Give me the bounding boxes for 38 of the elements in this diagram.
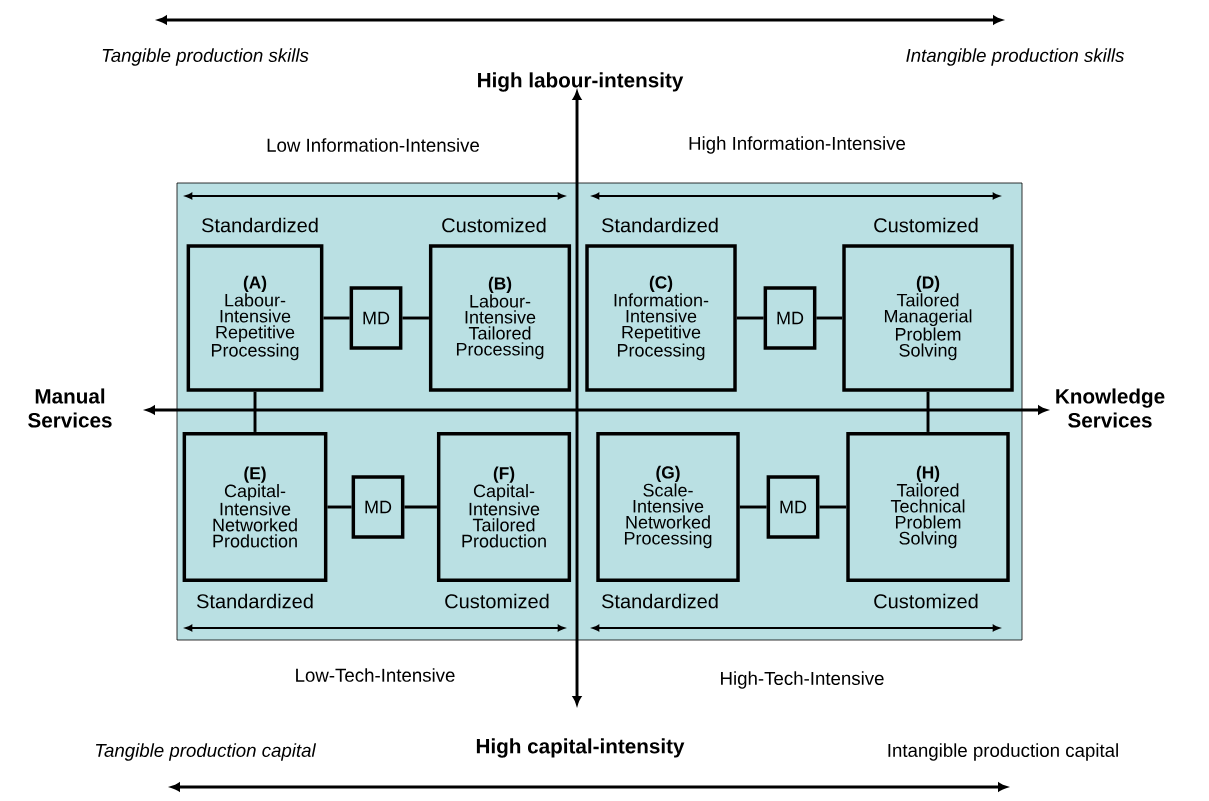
axis-title: Manual Services <box>28 388 112 428</box>
connector-line <box>739 505 767 509</box>
axis-label: Low Information-Intensive <box>267 138 479 152</box>
mediator-box: MD <box>766 475 820 539</box>
mediator-box: MD <box>351 475 405 539</box>
axis-label: Intangible production capital <box>888 743 1118 761</box>
process-box: (C) Information- Intensive Repetitive Processing <box>585 244 737 392</box>
axis-label: Intangible production skills <box>906 48 1125 66</box>
scale-label: Standardized <box>602 593 718 609</box>
scale-label: Customized <box>445 593 549 609</box>
axis-label: Tangible production capital <box>96 743 317 761</box>
process-box: (D) Tailored Managerial Problem Solving <box>842 244 1014 392</box>
axis-label: Low-Tech-Intensive <box>296 668 455 682</box>
axis-label: High-Tech-Intensive <box>721 671 884 689</box>
connector-line <box>926 391 930 432</box>
connector-line <box>819 505 847 509</box>
axis-title: High capital-intensity <box>476 738 685 758</box>
connector-line <box>402 316 429 320</box>
process-box: (H) Tailored Technical Problem Solving <box>846 431 1010 583</box>
process-box: (A) Labour- Intensive Repetitive Processing <box>186 244 324 392</box>
process-box: (F) Capital- Intensive Tailored Production <box>436 431 572 583</box>
axis-label: High Information-Intensive <box>689 136 906 154</box>
connector-line <box>816 316 843 320</box>
axis-label: Tangible production skills <box>102 48 309 66</box>
connector-line <box>736 316 764 320</box>
connector-line <box>323 316 350 320</box>
axis-title: Knowledge Services <box>1056 388 1165 428</box>
scale-label: Customized <box>442 217 546 233</box>
scale-label: Standardized <box>602 217 718 233</box>
connector-line <box>253 391 257 432</box>
connector-line <box>327 505 352 509</box>
process-box: (B) Labour- Intensive Tailored Processing <box>428 244 572 392</box>
axis-title: High labour-intensity <box>478 72 684 92</box>
connector-line <box>404 505 437 509</box>
process-box: (G) Scale- Intensive Networked Processing <box>596 431 740 583</box>
mediator-box: MD <box>763 286 817 350</box>
process-box: (E) Capital- Intensive Networked Production <box>182 431 328 583</box>
mediator-box: MD <box>349 286 403 350</box>
